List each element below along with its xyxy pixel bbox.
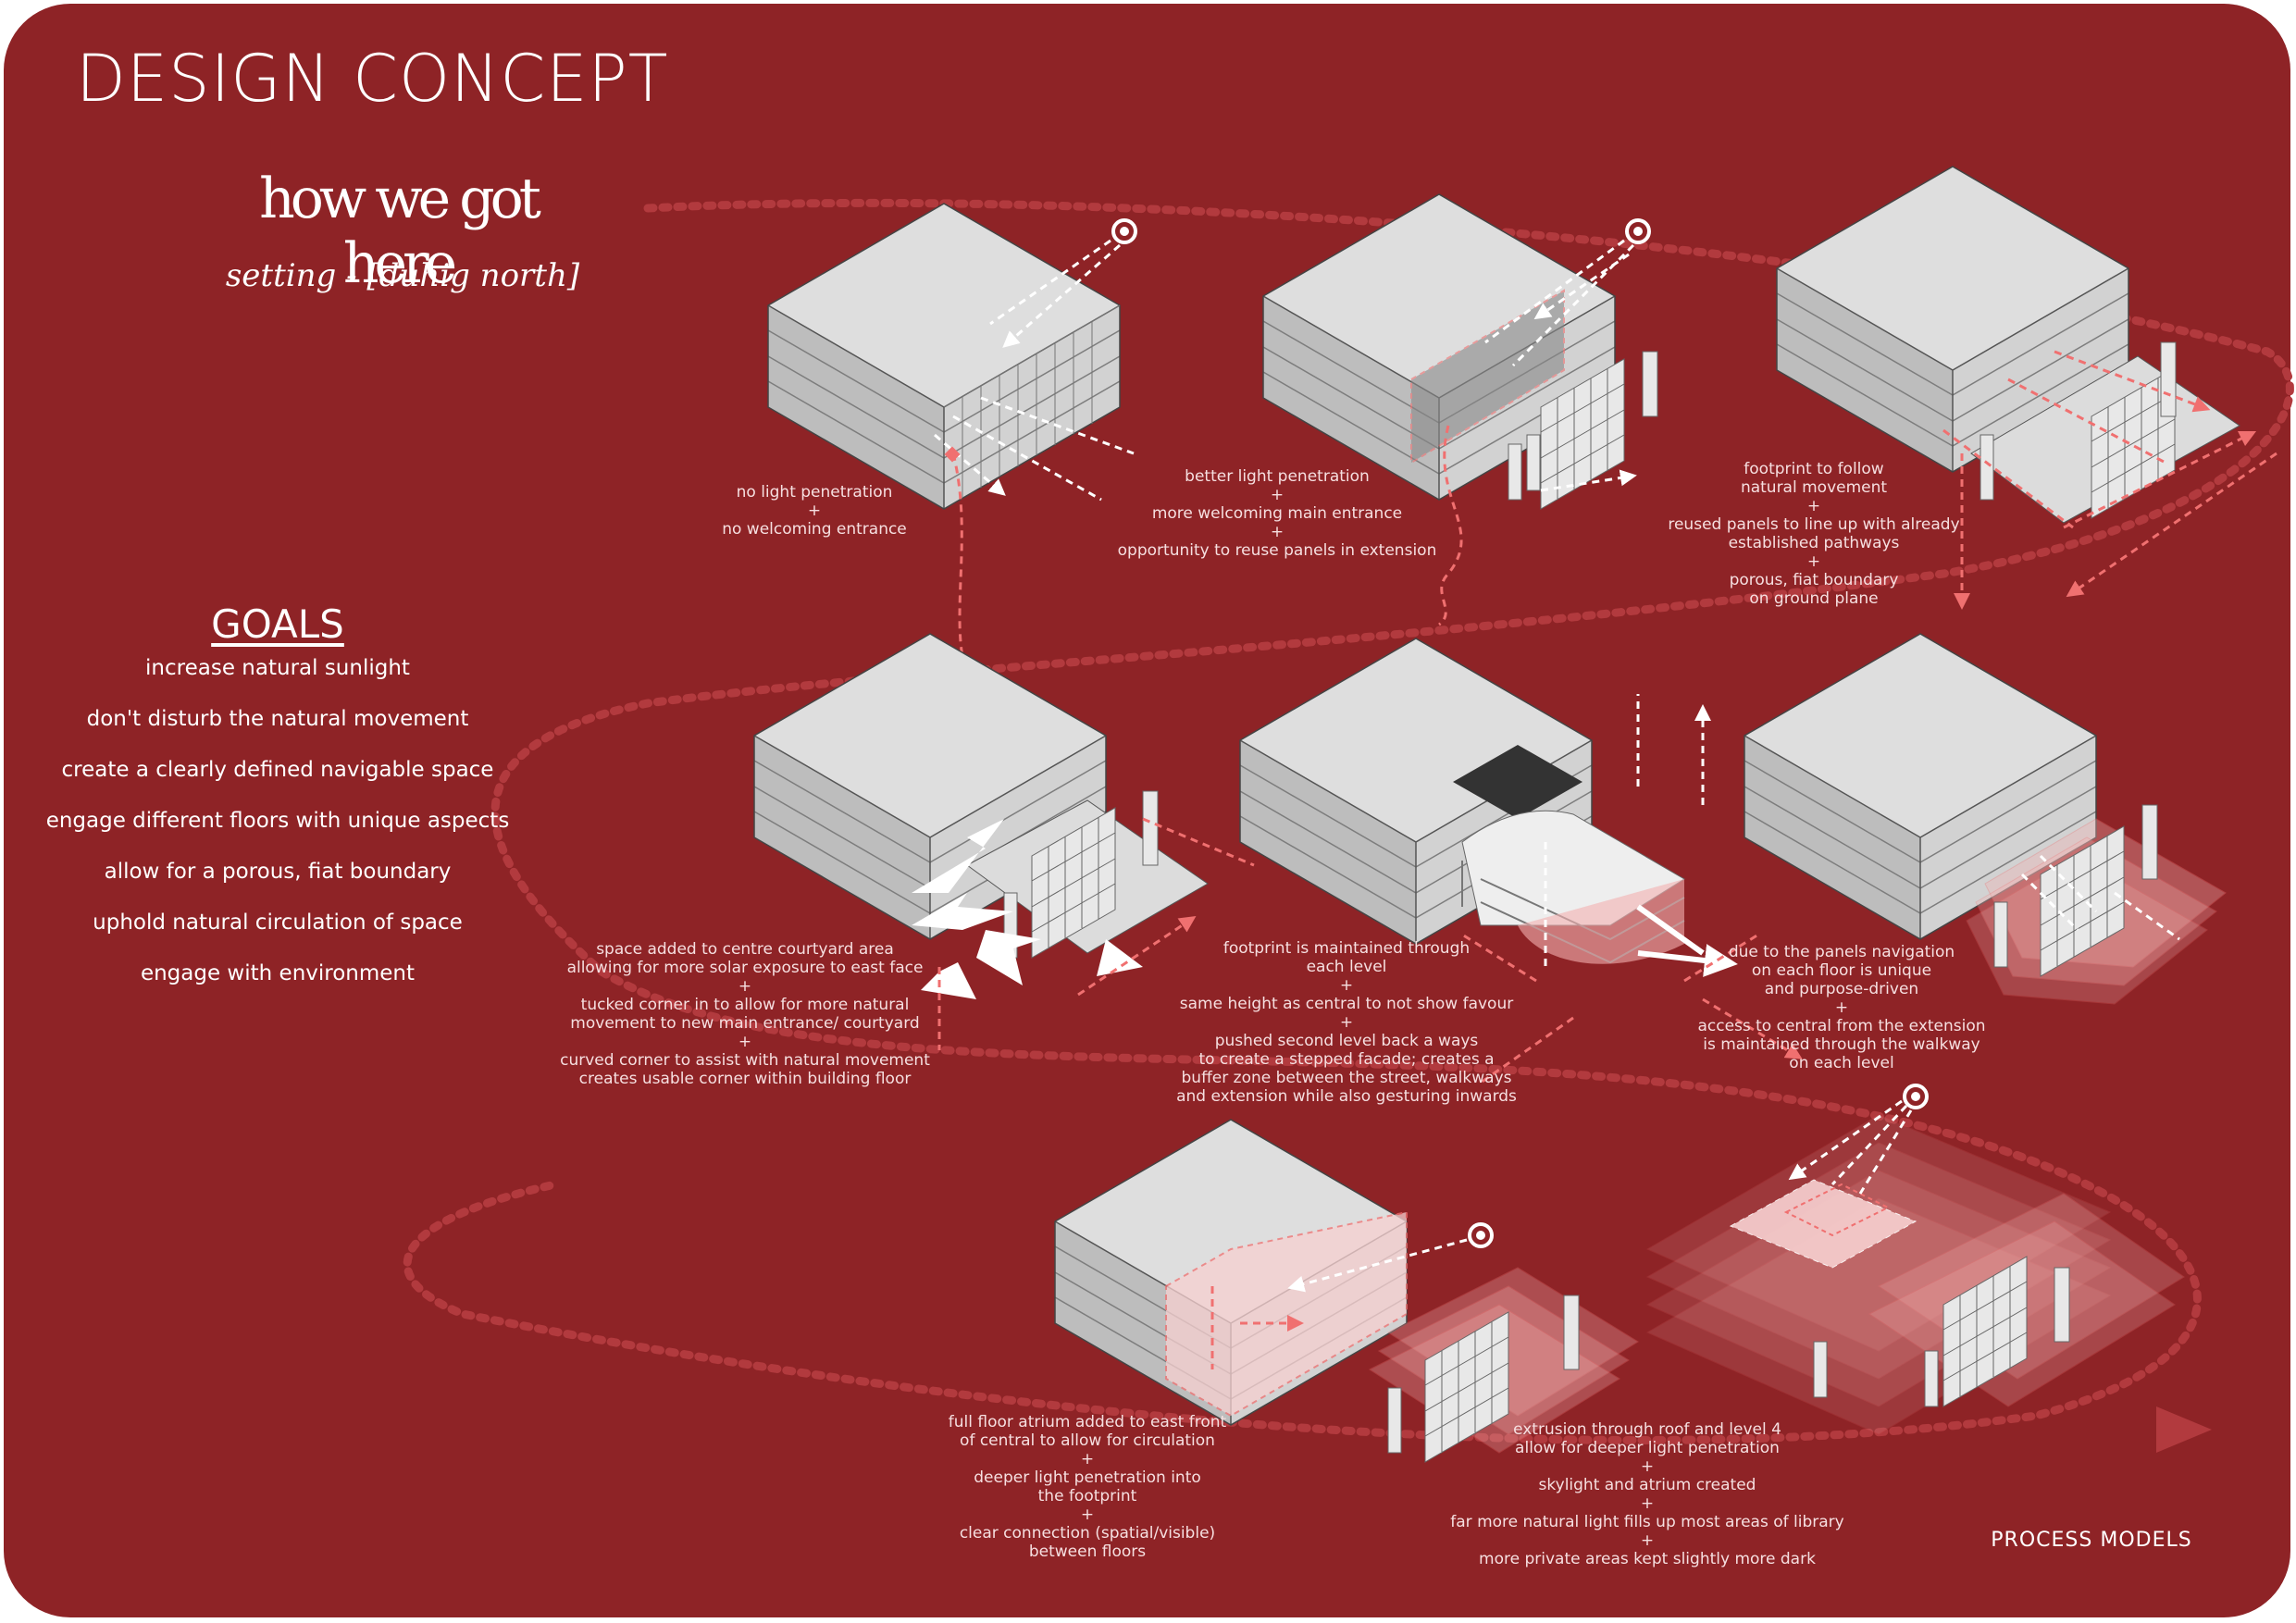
caption-step-1: no light penetration + no welcoming entr…	[722, 483, 907, 539]
caption-step-4: space added to centre courtyard area all…	[560, 940, 930, 1088]
caption-step-3: footprint to follow natural movement + r…	[1668, 460, 1960, 608]
goal-item: allow for a porous, fiat boundary	[104, 860, 452, 884]
model-step-3	[1776, 166, 2277, 610]
goals-heading: GOALS	[211, 601, 344, 647]
caption-step-6: due to the panels navigation on each flo…	[1697, 943, 1986, 1072]
caption-step-2: better light penetration + more welcomin…	[1117, 467, 1437, 560]
journey-arrow	[2156, 1406, 2212, 1453]
goal-item: increase natural sunlight	[145, 656, 410, 680]
goal-item: create a clearly defined navigable space	[61, 758, 494, 782]
model-step-8	[1645, 1084, 2185, 1435]
caption-step-5: footprint is maintained through each lev…	[1176, 939, 1517, 1106]
model-step-1	[767, 203, 1137, 658]
goal-item: uphold natural circulation of space	[93, 911, 463, 935]
goal-item: engage with environment	[140, 961, 416, 985]
model-step-7	[1054, 1119, 1639, 1463]
caption-step-8: extrusion through roof and level 4 allow…	[1450, 1420, 1844, 1568]
model-step-2	[1262, 193, 1658, 626]
model-step-4	[753, 633, 1255, 1050]
caption-step-7: full floor atrium added to east front of…	[948, 1413, 1227, 1561]
subtitle: how we got here	[259, 167, 541, 296]
goal-item: don't disturb the natural movement	[86, 707, 469, 731]
goal-item: engage different floors with unique aspe…	[45, 809, 510, 833]
journey-path	[403, 198, 2294, 1444]
setting-label: setting - [duhig north]	[225, 257, 580, 294]
process-models-label: PROCESS MODELS	[1991, 1529, 2192, 1552]
model-step-6	[1744, 633, 2227, 1005]
page-title: DESIGN CONCEPT	[76, 41, 669, 117]
model-step-5	[1239, 638, 1795, 1084]
